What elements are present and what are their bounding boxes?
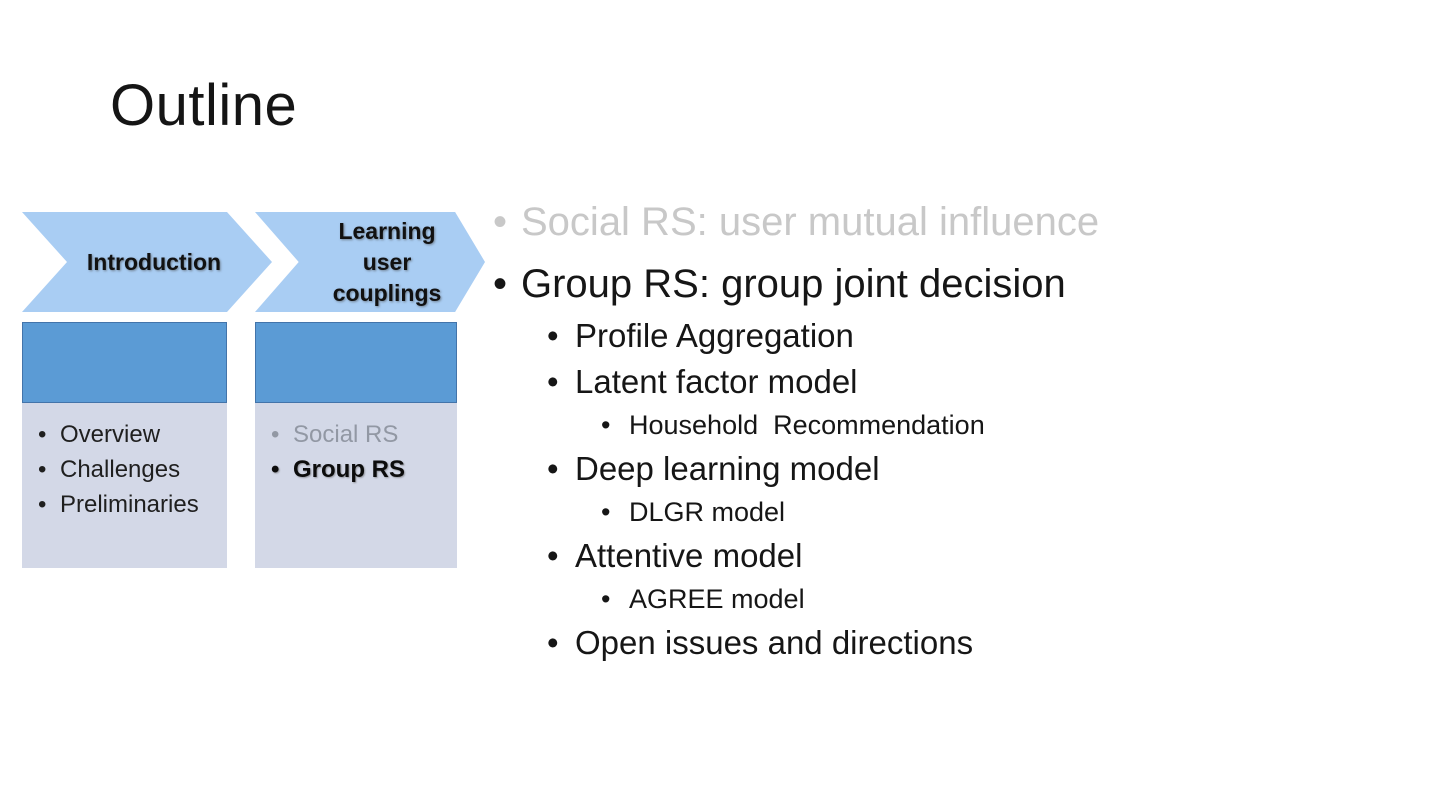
outline-item: Deep learning model <box>485 446 1165 492</box>
list-item: Challenges <box>38 452 221 487</box>
outline-item: Open issues and directions <box>485 620 1165 666</box>
panel-header-bar <box>255 322 457 403</box>
introduction-panel-list: Overview Challenges Preliminaries <box>22 403 227 522</box>
outline-list: Social RS: user mutual influence Group R… <box>485 197 1165 666</box>
flow-step-label: Learning user couplings <box>332 217 442 306</box>
flow-step-label: Introduction <box>86 248 222 275</box>
flow-step-introduction: Introduction <box>22 212 272 312</box>
outline-item: Latent factor model <box>485 359 1165 405</box>
outline-item: AGREE model <box>485 579 1165 620</box>
list-item: Social RS <box>271 417 451 452</box>
panel-header-bar <box>22 322 227 403</box>
outline-item: DLGR model <box>485 492 1165 533</box>
list-item: Group RS <box>271 452 451 487</box>
panel-body: Social RS Group RS <box>255 403 457 568</box>
introduction-panel: Overview Challenges Preliminaries <box>22 322 227 568</box>
outline-item: Attentive model <box>485 533 1165 579</box>
list-item: Preliminaries <box>38 487 221 522</box>
outline-item: Group RS: group joint decision <box>485 259 1165 309</box>
learning-user-couplings-panel-list: Social RS Group RS <box>255 403 457 487</box>
learning-user-couplings-panel: Social RS Group RS <box>255 322 457 568</box>
outline-item: Social RS: user mutual influence <box>485 197 1165 247</box>
outline-item: Household Recommendation <box>485 405 1165 446</box>
panel-body: Overview Challenges Preliminaries <box>22 403 227 568</box>
outline-item: Profile Aggregation <box>485 313 1165 359</box>
page-title: Outline <box>110 73 298 138</box>
flow-step-learning-user-couplings: Learning user couplings <box>255 212 485 312</box>
list-item: Overview <box>38 417 221 452</box>
